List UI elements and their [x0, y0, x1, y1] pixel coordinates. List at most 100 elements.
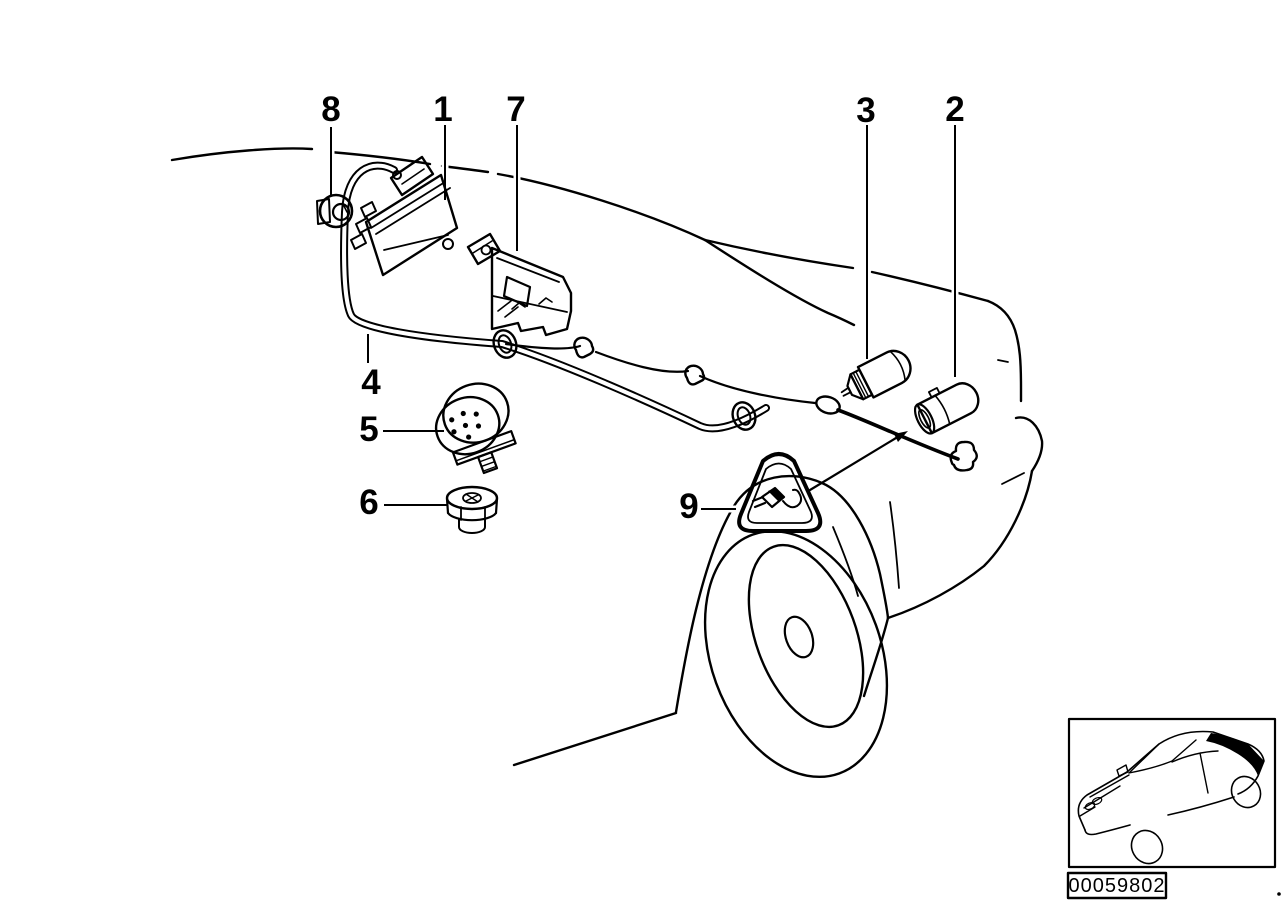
- module-body: [364, 173, 459, 277]
- warning-triangle: [737, 452, 823, 533]
- holder-tab: [927, 387, 941, 399]
- wiring-harness: [340, 161, 978, 472]
- car-body-outline: [170, 147, 1044, 779]
- callout-8[interactable]: 8: [321, 90, 340, 129]
- wheel-rim: [747, 543, 865, 729]
- nut-collar: [458, 518, 486, 534]
- part-control-module: [350, 155, 502, 277]
- cable-loop: [815, 395, 841, 415]
- thumb-mirror: [1116, 764, 1129, 777]
- wheel-hub: [783, 615, 815, 659]
- roof-line: [170, 147, 314, 162]
- module-screw-hole: [442, 238, 454, 250]
- holder-sleeve: [916, 382, 980, 435]
- nut-facets: [460, 506, 486, 521]
- roof-line: [440, 164, 490, 174]
- plug-pins: [751, 495, 767, 509]
- nut-top: [445, 485, 499, 511]
- grommet-inner: [331, 202, 351, 222]
- sensor-cap-seam: [889, 350, 906, 381]
- plug-icon: [751, 486, 803, 509]
- callout-3[interactable]: 3: [856, 91, 875, 130]
- buzzer-face: [434, 395, 501, 456]
- leader-lines: [327, 125, 959, 513]
- harness-grommet-ring: [731, 401, 757, 431]
- bumper-wire-clip: [949, 440, 978, 472]
- bracket-hatch: [497, 300, 519, 318]
- image-number-box: [1066, 871, 1168, 900]
- rocker-sill-line: [512, 711, 678, 767]
- callout-2[interactable]: 2: [945, 90, 964, 129]
- trunk-seam-tick: [997, 359, 1009, 363]
- trunk-deck-line: [703, 238, 855, 270]
- thumb-car-bottom: [1084, 796, 1235, 836]
- trunk-rear-edge: [986, 299, 1023, 403]
- warning-triangle-outer: [737, 452, 823, 533]
- thumb-front-wheel: [1130, 829, 1164, 865]
- module-connector: [389, 155, 435, 197]
- part-buzzer: [434, 382, 517, 475]
- roof-line: [328, 150, 432, 166]
- bushing-line: [472, 240, 493, 254]
- quarter-panel-accent: [889, 501, 900, 589]
- holder-opening-inner: [918, 409, 932, 429]
- thumb-grille: [1084, 801, 1096, 811]
- trunk-deck-line: [870, 270, 990, 303]
- module-rib-line: [370, 181, 446, 229]
- harness-grommet-ring: [492, 329, 518, 359]
- rear-window-line: [496, 172, 707, 242]
- image-number-text: 00059802: [1069, 875, 1166, 897]
- bumper-lower-edge: [886, 469, 1034, 620]
- sensor-pin: [840, 386, 852, 397]
- callout-7[interactable]: 7: [506, 90, 525, 129]
- car-location-thumbnail: [1067, 717, 1277, 869]
- bracket-fold-line: [492, 295, 568, 313]
- arrow-head: [894, 431, 908, 442]
- nut-bore: [462, 492, 482, 504]
- thumb-side-glass: [1171, 750, 1219, 794]
- module-fin: [360, 201, 377, 218]
- harness-branch-wire: [698, 374, 817, 405]
- callout-5[interactable]: 5: [359, 410, 378, 449]
- parcel-shelf-line: [703, 238, 856, 327]
- thumb-rear-wheel: [1230, 775, 1262, 809]
- part-grommet: [316, 193, 354, 229]
- bracket-square-hole: [502, 275, 532, 308]
- callout-1[interactable]: 1: [433, 90, 452, 129]
- part-pdc-sensor: [840, 349, 912, 401]
- stray-dot: [1277, 892, 1281, 896]
- harness-grommet-ring-inner: [736, 406, 752, 426]
- callout-4[interactable]: 4: [361, 363, 381, 402]
- plug-cable: [782, 488, 803, 509]
- module-cable-entry: [392, 170, 402, 180]
- wheel-tire-outer: [703, 529, 889, 779]
- holder-seam: [934, 394, 951, 425]
- buzzer-back: [442, 382, 510, 444]
- callout-labels: 1 2 3 4 5 6 7 8 9: [321, 90, 964, 526]
- module-fin: [355, 217, 372, 234]
- cable-hook-clip: [684, 364, 706, 386]
- module-rib-line: [375, 187, 451, 235]
- harness-tube-core: [342, 163, 768, 431]
- grommet-notch: [343, 205, 348, 213]
- bracket-body: [490, 246, 573, 337]
- sensor-collar-ribs: [852, 370, 870, 399]
- thumb-windshield: [1128, 739, 1197, 774]
- nut-cross-mark: [465, 493, 479, 503]
- callout-9[interactable]: 9: [679, 487, 698, 526]
- thumb-grille: [1091, 796, 1103, 806]
- part-nut: [445, 485, 499, 534]
- buzzer-stud-threads: [479, 456, 498, 472]
- warning-triangle-inner: [747, 462, 813, 524]
- callout-6[interactable]: 6: [359, 483, 378, 522]
- arrow-shaft: [808, 436, 898, 492]
- buzzer-grille-holes: [449, 410, 482, 440]
- harness-grommet-ring-inner: [497, 334, 513, 354]
- bracket-chevron-marks: [511, 297, 553, 310]
- quarter-panel-accent: [832, 526, 859, 597]
- module-seam-line: [383, 234, 449, 251]
- cable-hook-clip: [573, 336, 595, 359]
- part-sensor-holder: [913, 382, 980, 435]
- buzzer-plate-edge: [455, 438, 516, 462]
